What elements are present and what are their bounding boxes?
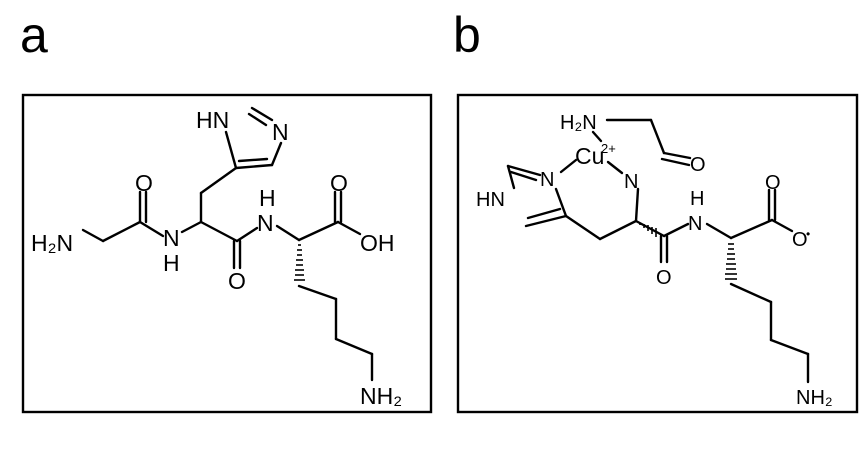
a-ring-n-label: N [272,119,289,145]
structure-panel-b: H₂N Cu 2+ N HN N O H N O O O • NH₂ [456,93,859,414]
panel-b-stereo-hash [639,223,737,280]
a-amide-h-label: H [163,250,180,276]
panel-b-frame [456,93,859,414]
b-carboxyl-o-label: O [765,172,781,194]
b-carbonyl-o-label: O [656,267,672,289]
a-amine-label: H₂N [31,230,73,256]
a-acid-o-label: O [330,170,348,196]
a-ring-nh-label: HN [196,107,229,133]
b-amide2-h-label: H [690,188,704,210]
a-hydroxyl-label: OH [360,230,395,256]
b-ring-n-label: N [540,169,554,191]
b-amide2-n-label: N [688,213,702,235]
panel-a-bonds [81,106,374,382]
b-amide-n-label: N [624,171,638,193]
panel-a-frame [21,93,433,414]
panel-label-b: b [453,7,481,63]
structure-panel-a: H₂N O N H O H N O OH HN N NH₂ [21,93,433,414]
a-amide2-h-label: H [259,185,276,211]
b-terminal-amine-label: NH₂ [796,387,833,409]
b-carboxylate-o-label: O [792,229,808,251]
a-amide-n-label: N [163,225,180,251]
b-radical-dot: • [806,227,810,241]
panel-b-bonds [506,118,810,384]
a-carbonyl-o-label: O [135,170,153,196]
panel-label-a: a [20,7,48,63]
b-copper-charge-label: 2+ [601,141,616,156]
a-amide2-n-label: N [257,210,274,236]
b-glycyl-o-label: O [690,154,706,176]
b-copper-label: Cu [575,143,604,169]
a-carbonyl-o2-label: O [228,268,246,294]
panel-a-stereo-hash [294,244,305,281]
b-amine-label: H₂N [560,112,597,134]
a-terminal-amine-label: NH₂ [360,383,402,409]
b-ring-nh-label: HN [476,189,505,211]
